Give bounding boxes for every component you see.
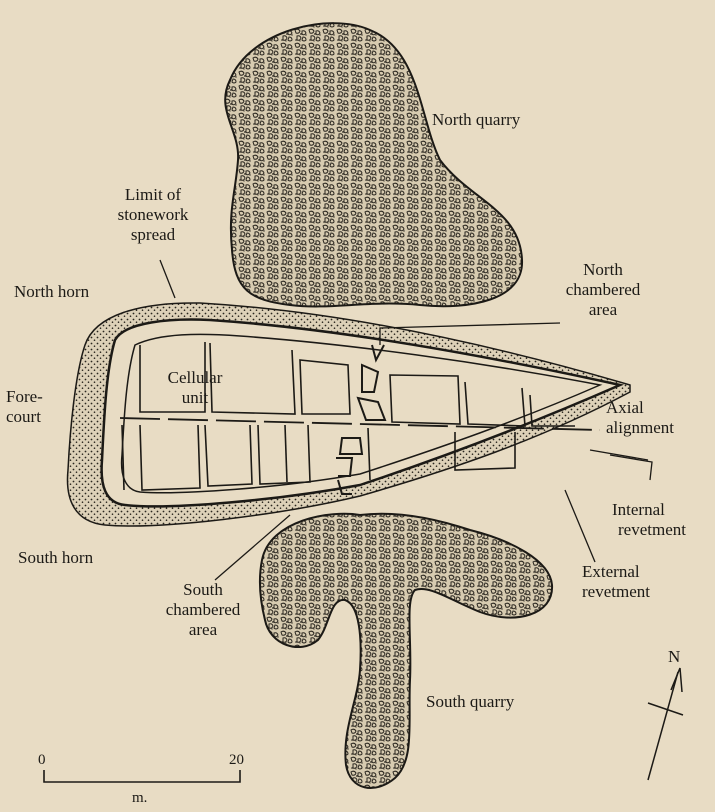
south-chambered-area-label: South chambered area — [165, 580, 241, 639]
north-arrow-label: N — [668, 647, 681, 666]
cellular-unit-cells — [121, 342, 575, 491]
north-arrow — [647, 667, 684, 781]
external-revetment-label: External revetment — [582, 562, 650, 601]
south-quarry-label: South quarry — [426, 692, 515, 711]
forecourt-label: Fore- court — [6, 387, 43, 426]
internal-revetment-line — [120, 333, 603, 494]
south-chamber-shape — [336, 437, 364, 495]
south-horn-label: South horn — [18, 548, 94, 567]
north-chamber-shape — [356, 344, 387, 421]
north-quarry-shape — [224, 22, 524, 308]
leader-lines — [159, 259, 653, 581]
axial-alignment-line — [119, 417, 601, 431]
scale-end-label: 20 — [229, 752, 244, 768]
scale-start-label: 0 — [38, 752, 46, 768]
north-chambered-area-label: North chambered area — [565, 260, 641, 319]
axial-alignment-label: Axial alignment — [606, 398, 674, 437]
north-quarry-label: North quarry — [432, 110, 521, 129]
cellular-unit-label: Cellular unit — [167, 368, 223, 407]
scale-bar — [43, 770, 241, 783]
north-horn-label: North horn — [14, 282, 90, 301]
internal-revetment-label: Internal revetment — [612, 500, 686, 539]
south-quarry-shape — [258, 512, 554, 789]
limit-of-stonework-label: Limit of stonework spread — [117, 185, 189, 244]
scale-unit-label: m. — [132, 790, 148, 806]
